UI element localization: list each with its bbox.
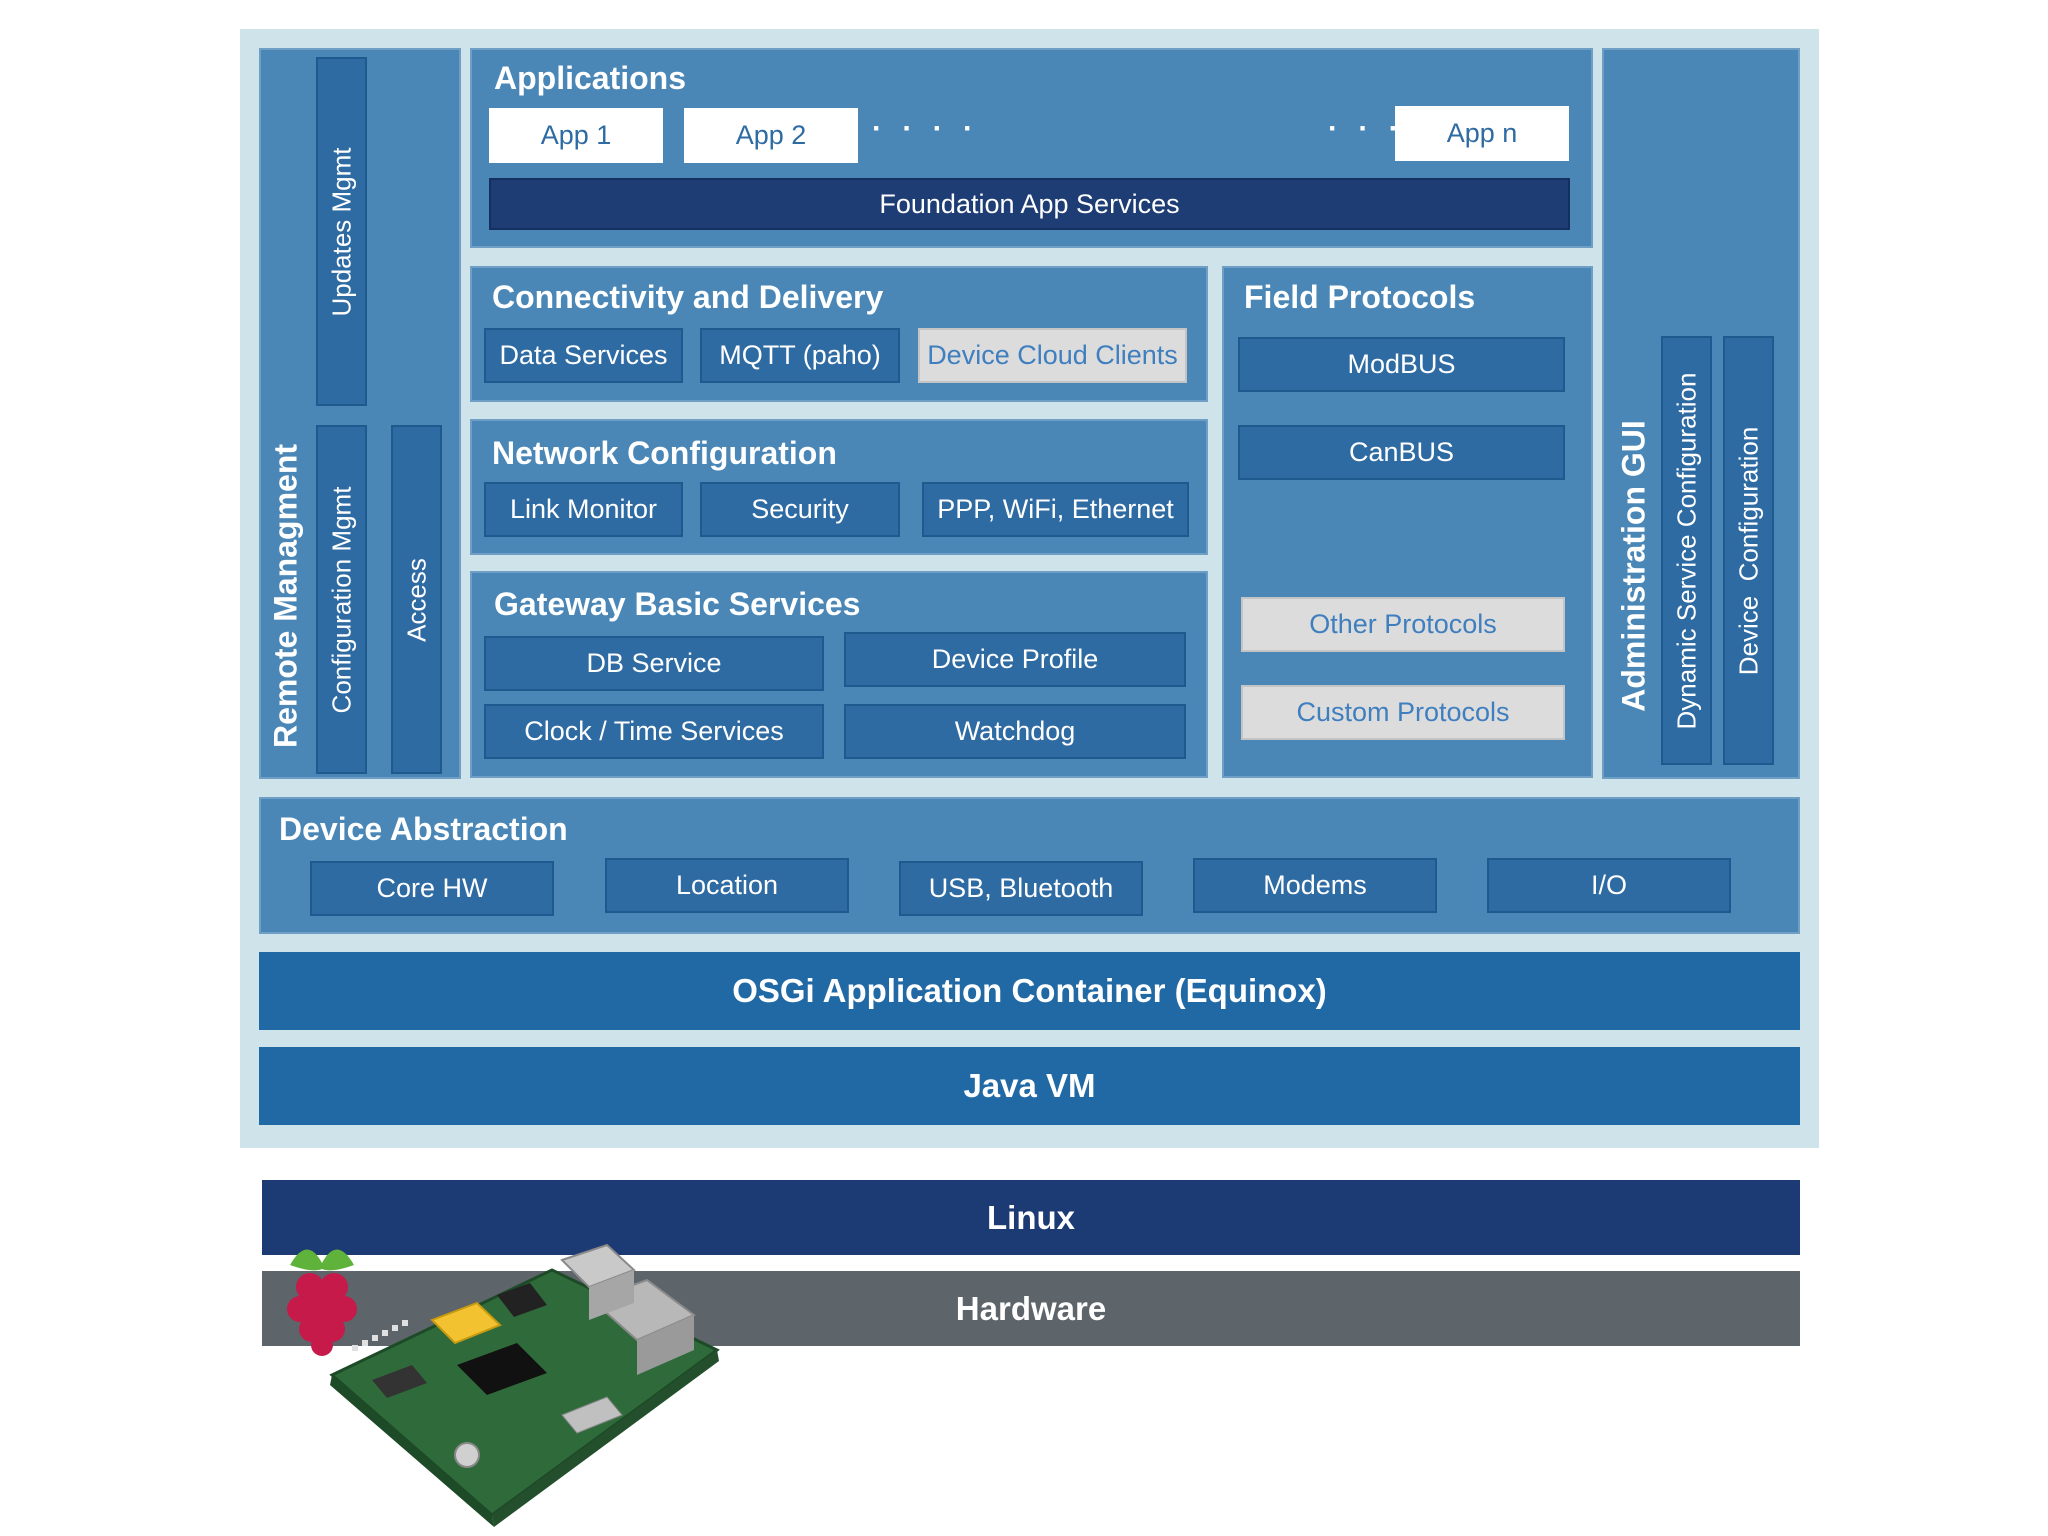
administration-gui-title: Administration GUI <box>1612 350 1656 781</box>
usb-bluetooth-box: USB, Bluetooth <box>899 861 1143 916</box>
watchdog-box: Watchdog <box>844 704 1186 759</box>
gateway-basic-services-title: Gateway Basic Services <box>494 586 861 622</box>
other-protocols-box: Other Protocols <box>1241 597 1565 652</box>
canbus-box: CanBUS <box>1238 425 1565 480</box>
app-2-box: App 2 <box>684 108 858 163</box>
access-box: Access <box>391 425 442 774</box>
device-configuration-label: Device Configuration <box>1733 426 1763 675</box>
io-box: I/O <box>1487 858 1731 913</box>
foundation-app-services-box: Foundation App Services <box>489 178 1570 230</box>
updates-mgmt-label: Updates Mgmt <box>326 146 356 317</box>
raspberry-pi-board-illustration <box>287 1243 720 1527</box>
device-configuration-box: Device Configuration <box>1723 336 1774 765</box>
device-abstraction-title: Device Abstraction <box>279 811 568 847</box>
configuration-mgmt-box: Configuration Mgmt <box>316 425 367 774</box>
mqtt-box: MQTT (paho) <box>700 328 900 383</box>
data-services-box: Data Services <box>484 328 683 383</box>
linux-band: Linux <box>262 1180 1800 1255</box>
ppp-wifi-ethernet-box: PPP, WiFi, Ethernet <box>922 482 1189 537</box>
access-label: Access <box>401 557 431 642</box>
administration-gui-title-text: Administration GUI <box>1615 419 1652 712</box>
remote-management-title: Remote Managment <box>261 410 311 781</box>
link-monitor-box: Link Monitor <box>484 482 683 537</box>
java-vm-band: Java VM <box>259 1047 1800 1125</box>
raspberry-logo-icon <box>287 1249 357 1356</box>
dynamic-service-configuration-label: Dynamic Service Configuration <box>1671 372 1701 729</box>
applications-title: Applications <box>494 60 687 96</box>
app-n-box: App n <box>1395 106 1569 161</box>
device-profile-box: Device Profile <box>844 632 1186 687</box>
ellipsis-right: · · · <box>1328 112 1405 145</box>
osgi-container-band: OSGi Application Container (Equinox) <box>259 952 1800 1030</box>
device-cloud-clients-box: Device Cloud Clients <box>918 328 1187 383</box>
ellipsis-left: · · · · <box>872 112 979 145</box>
clock-time-services-box: Clock / Time Services <box>484 704 824 759</box>
modbus-box: ModBUS <box>1238 337 1565 392</box>
network-configuration-title: Network Configuration <box>492 435 837 471</box>
security-box: Security <box>700 482 900 537</box>
core-hw-box: Core HW <box>310 861 554 916</box>
modems-box: Modems <box>1193 858 1437 913</box>
connectivity-title: Connectivity and Delivery <box>492 279 884 315</box>
updates-mgmt-box: Updates Mgmt <box>316 57 367 406</box>
field-protocols-title: Field Protocols <box>1244 279 1476 315</box>
configuration-mgmt-label: Configuration Mgmt <box>326 486 356 713</box>
app-1-box: App 1 <box>489 108 663 163</box>
custom-protocols-box: Custom Protocols <box>1241 685 1565 740</box>
db-service-box: DB Service <box>484 636 824 691</box>
location-box: Location <box>605 858 849 913</box>
remote-management-title-text: Remote Managment <box>267 443 304 748</box>
dynamic-service-configuration-box: Dynamic Service Configuration <box>1661 336 1712 765</box>
